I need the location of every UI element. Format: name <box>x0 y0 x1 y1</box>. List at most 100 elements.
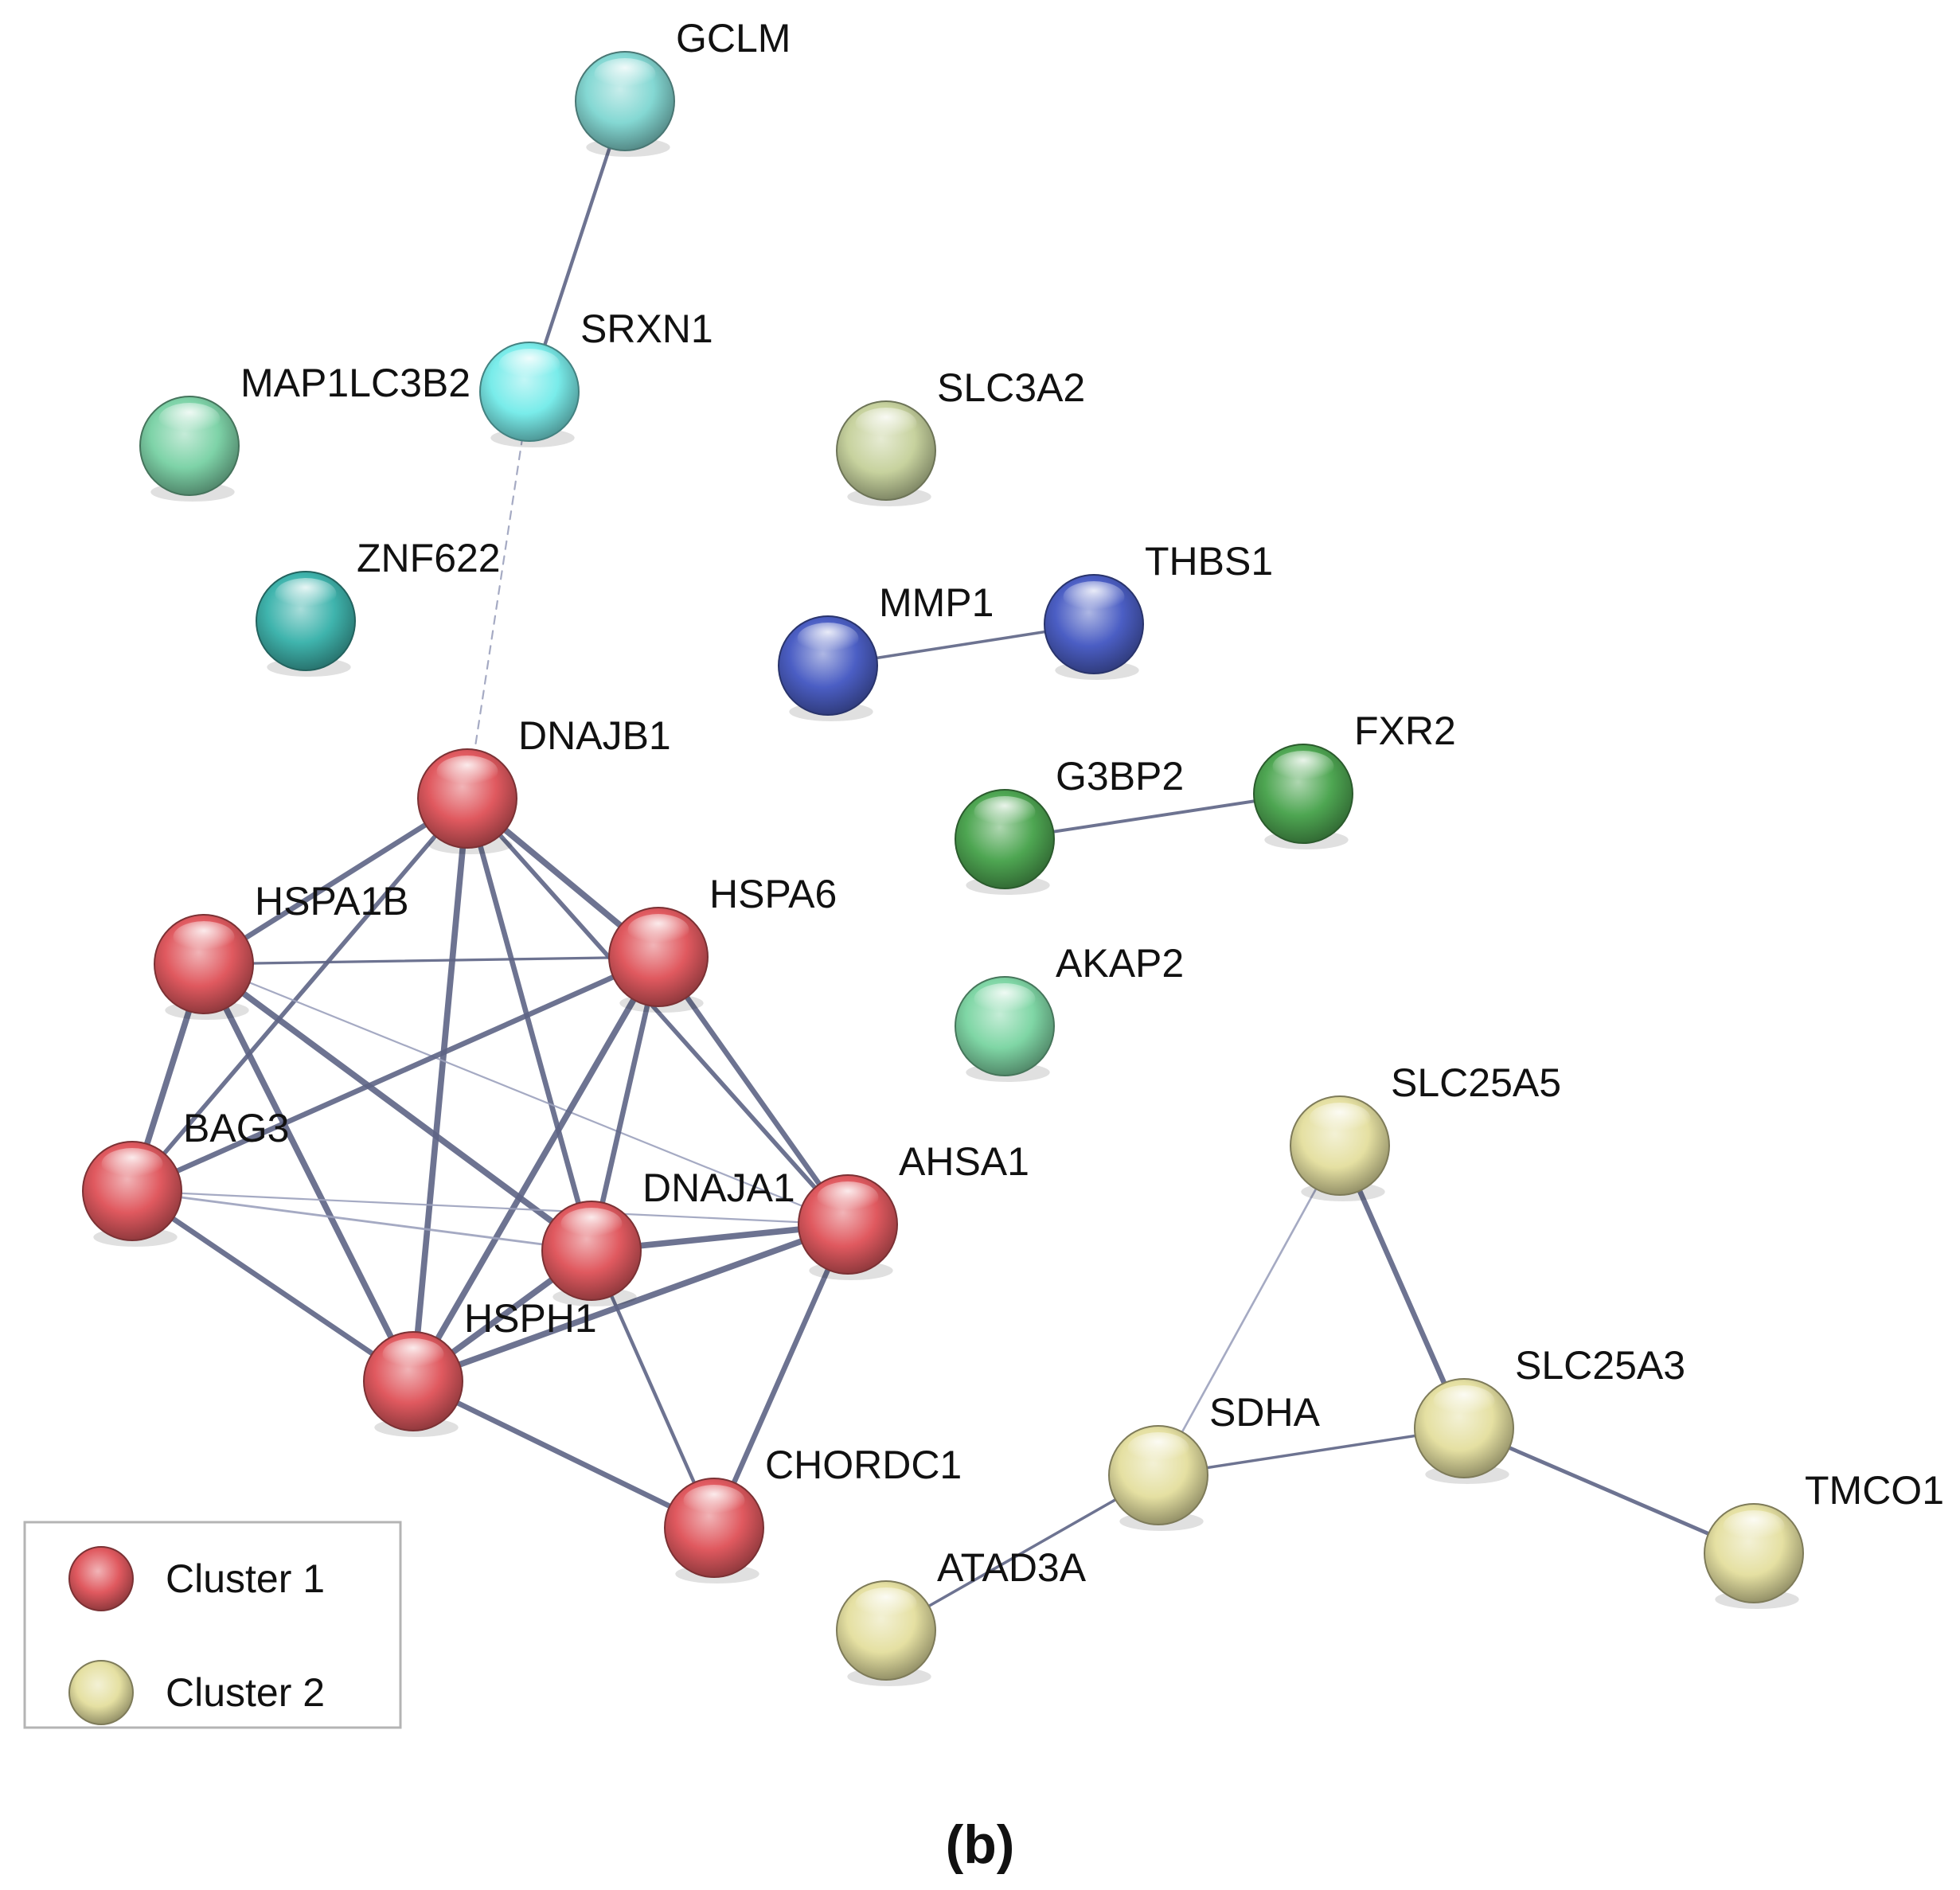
node-label-hspa6: HSPA6 <box>709 872 837 916</box>
node-gloss <box>560 1208 623 1240</box>
node-label-dnajb1: DNAJB1 <box>518 713 671 758</box>
node-map1lc3b2[interactable]: MAP1LC3B2 <box>139 361 470 502</box>
node-mmp1[interactable]: MMP1 <box>778 580 994 721</box>
edge-hspa1b-hsph1 <box>201 961 416 1384</box>
edge-gclm-srxn1 <box>527 99 627 394</box>
node-label-slc3a2: SLC3A2 <box>937 365 1085 410</box>
node-label-map1lc3b2: MAP1LC3B2 <box>240 361 470 405</box>
node-gloss <box>436 756 498 787</box>
edge-dnajb1-bag3 <box>130 796 470 1193</box>
node-chordc1[interactable]: CHORDC1 <box>664 1443 962 1583</box>
node-label-mmp1: MMP1 <box>879 580 994 625</box>
node-gloss <box>275 578 337 610</box>
node-label-fxr2: FXR2 <box>1354 709 1456 753</box>
node-srxn1[interactable]: SRXN1 <box>479 307 713 447</box>
node-hspa1b[interactable]: HSPA1B <box>154 879 409 1020</box>
edge-slc25a3-tmco1 <box>1462 1426 1756 1556</box>
node-label-gclm: GCLM <box>676 16 791 61</box>
node-dnajb1[interactable]: DNAJB1 <box>417 713 671 854</box>
edge-dnajb1-hspa1b <box>201 795 470 967</box>
node-gloss <box>1063 581 1125 613</box>
edge-ahsa1-hsph1 <box>410 1221 851 1384</box>
node-gloss <box>1433 1385 1495 1417</box>
node-slc25a5[interactable]: SLC25A5 <box>1290 1060 1561 1201</box>
node-gloss <box>855 408 917 439</box>
edge-slc25a5-sdha <box>1157 1144 1341 1477</box>
node-gloss <box>158 403 221 435</box>
node-gloss <box>974 796 1036 828</box>
node-fxr2[interactable]: FXR2 <box>1253 709 1456 849</box>
node-label-dnaja1: DNAJA1 <box>642 1166 795 1210</box>
legend-label: Cluster 1 <box>166 1556 325 1601</box>
node-label-thbs1: THBS1 <box>1145 539 1273 584</box>
edge-srxn1-dnajb1 <box>466 390 531 800</box>
edge-hspa1b-dnaja1 <box>201 961 595 1254</box>
node-label-slc25a5: SLC25A5 <box>1391 1060 1561 1105</box>
node-tmco1[interactable]: TMCO1 <box>1704 1468 1944 1609</box>
node-label-hspa1b: HSPA1B <box>255 879 409 924</box>
edge-g3bp2-fxr2 <box>1003 792 1305 841</box>
node-gloss <box>382 1338 444 1370</box>
node-bag3[interactable]: BAG3 <box>82 1106 289 1247</box>
edge-hspa6-bag3 <box>129 954 662 1194</box>
node-gloss <box>594 58 656 90</box>
node-ahsa1[interactable]: AHSA1 <box>798 1139 1029 1280</box>
node-slc3a2[interactable]: SLC3A2 <box>836 365 1085 506</box>
node-hspa6[interactable]: HSPA6 <box>608 872 837 1013</box>
node-g3bp2[interactable]: G3BP2 <box>955 754 1184 895</box>
node-gloss <box>101 1148 163 1180</box>
node-gloss <box>627 914 689 946</box>
node-gloss <box>498 349 560 381</box>
node-label-bag3: BAG3 <box>183 1106 289 1150</box>
node-sdha[interactable]: SDHA <box>1108 1390 1321 1531</box>
node-label-atad3a: ATAD3A <box>937 1545 1087 1590</box>
legend-label: Cluster 2 <box>166 1670 325 1715</box>
edge-slc25a5-slc25a3 <box>1337 1142 1467 1431</box>
node-dnaja1[interactable]: DNAJA1 <box>541 1166 795 1306</box>
legend-swatch <box>68 1546 134 1611</box>
node-hsph1[interactable]: HSPH1 <box>363 1296 597 1437</box>
edge-hspa6-hsph1 <box>410 954 662 1384</box>
panel-label: (b) <box>946 1814 1015 1875</box>
node-gloss <box>974 983 1036 1015</box>
node-gloss <box>1723 1510 1785 1542</box>
edge-dnajb1-hsph1 <box>410 795 470 1384</box>
node-label-srxn1: SRXN1 <box>580 307 713 351</box>
node-label-slc25a3: SLC25A3 <box>1515 1343 1685 1388</box>
edge-bag3-ahsa1 <box>131 1189 849 1226</box>
edge-dnaja1-chordc1 <box>589 1248 716 1530</box>
node-gloss <box>683 1485 745 1517</box>
edge-bag3-hsph1 <box>129 1188 416 1384</box>
legend: Cluster 1 Cluster 2 <box>23 1521 402 1729</box>
node-label-chordc1: CHORDC1 <box>765 1443 962 1487</box>
node-gloss <box>1272 751 1334 783</box>
node-gclm[interactable]: GCLM <box>575 16 791 157</box>
node-atad3a[interactable]: ATAD3A <box>836 1545 1087 1686</box>
edge-ahsa1-chordc1 <box>711 1221 851 1531</box>
edge-dnajb1-ahsa1 <box>465 796 850 1227</box>
node-slc25a3[interactable]: SLC25A3 <box>1414 1343 1685 1484</box>
node-label-sdha: SDHA <box>1209 1390 1321 1435</box>
edge-hspa1b-hspa6 <box>202 955 660 966</box>
node-label-znf622: ZNF622 <box>357 536 501 580</box>
legend-item: Cluster 1 <box>68 1546 325 1611</box>
legend-swatch <box>68 1660 134 1725</box>
node-gloss <box>817 1181 879 1213</box>
node-gloss <box>173 921 235 953</box>
node-gloss <box>1127 1432 1189 1464</box>
node-znf622[interactable]: ZNF622 <box>256 536 501 677</box>
edge-sdha-slc25a3 <box>1157 1427 1466 1477</box>
legend-item: Cluster 2 <box>68 1660 325 1725</box>
edge-hspa6-ahsa1 <box>655 954 851 1228</box>
edge-hspa1b-ahsa1 <box>202 963 849 1226</box>
edge-bag3-dnaja1 <box>131 1189 593 1252</box>
node-thbs1[interactable]: THBS1 <box>1044 539 1273 680</box>
node-label-akap2: AKAP2 <box>1056 941 1184 986</box>
node-label-tmco1: TMCO1 <box>1805 1468 1944 1513</box>
node-gloss <box>1309 1103 1371 1134</box>
edge-hspa6-dnaja1 <box>588 954 662 1254</box>
node-gloss <box>797 623 859 654</box>
node-akap2[interactable]: AKAP2 <box>955 941 1184 1082</box>
